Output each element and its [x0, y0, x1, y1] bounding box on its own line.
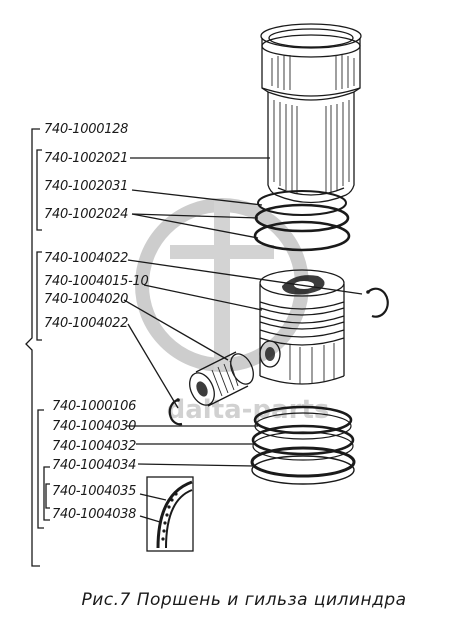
ring-detail-inset: [146, 476, 194, 552]
callout-740-1002024: 740-1002024: [44, 207, 128, 222]
callout-740-1004015-10: 740-1004015-10: [44, 274, 148, 289]
callout-740-1000128: 740-1000128: [44, 122, 128, 137]
callout-740-1000106: 740-1000106: [52, 399, 136, 414]
callout-740-1004030: 740-1004030: [52, 419, 136, 434]
piston: [259, 269, 345, 385]
callout-740-1004020: 740-1004020: [44, 292, 128, 307]
cylinder-liner: [260, 23, 362, 204]
callout-740-1004022-bottom: 740-1004022: [44, 316, 128, 331]
callout-740-1004038: 740-1004038: [52, 507, 136, 522]
group-brackets: [25, 128, 50, 567]
callout-740-1004032: 740-1004032: [52, 439, 136, 454]
callout-labels: 740-1000128 740-1002021 740-1002031 740-…: [44, 122, 149, 522]
callout-740-1002031: 740-1002031: [44, 179, 128, 194]
watermark-text: dalta-parts: [167, 395, 330, 425]
callout-740-1004022-top: 740-1004022: [44, 251, 128, 266]
figure-caption: Рис.7 Поршень и гильза цилиндра: [81, 590, 406, 610]
piston-pin-circlip-right: [366, 287, 389, 318]
piston-rings: [250, 405, 356, 485]
callout-740-1002021: 740-1002021: [44, 151, 128, 166]
callout-740-1004035: 740-1004035: [52, 484, 136, 499]
piston-pin: [189, 351, 254, 407]
leader-lines: [123, 157, 363, 523]
callout-740-1004034: 740-1004034: [52, 458, 136, 473]
